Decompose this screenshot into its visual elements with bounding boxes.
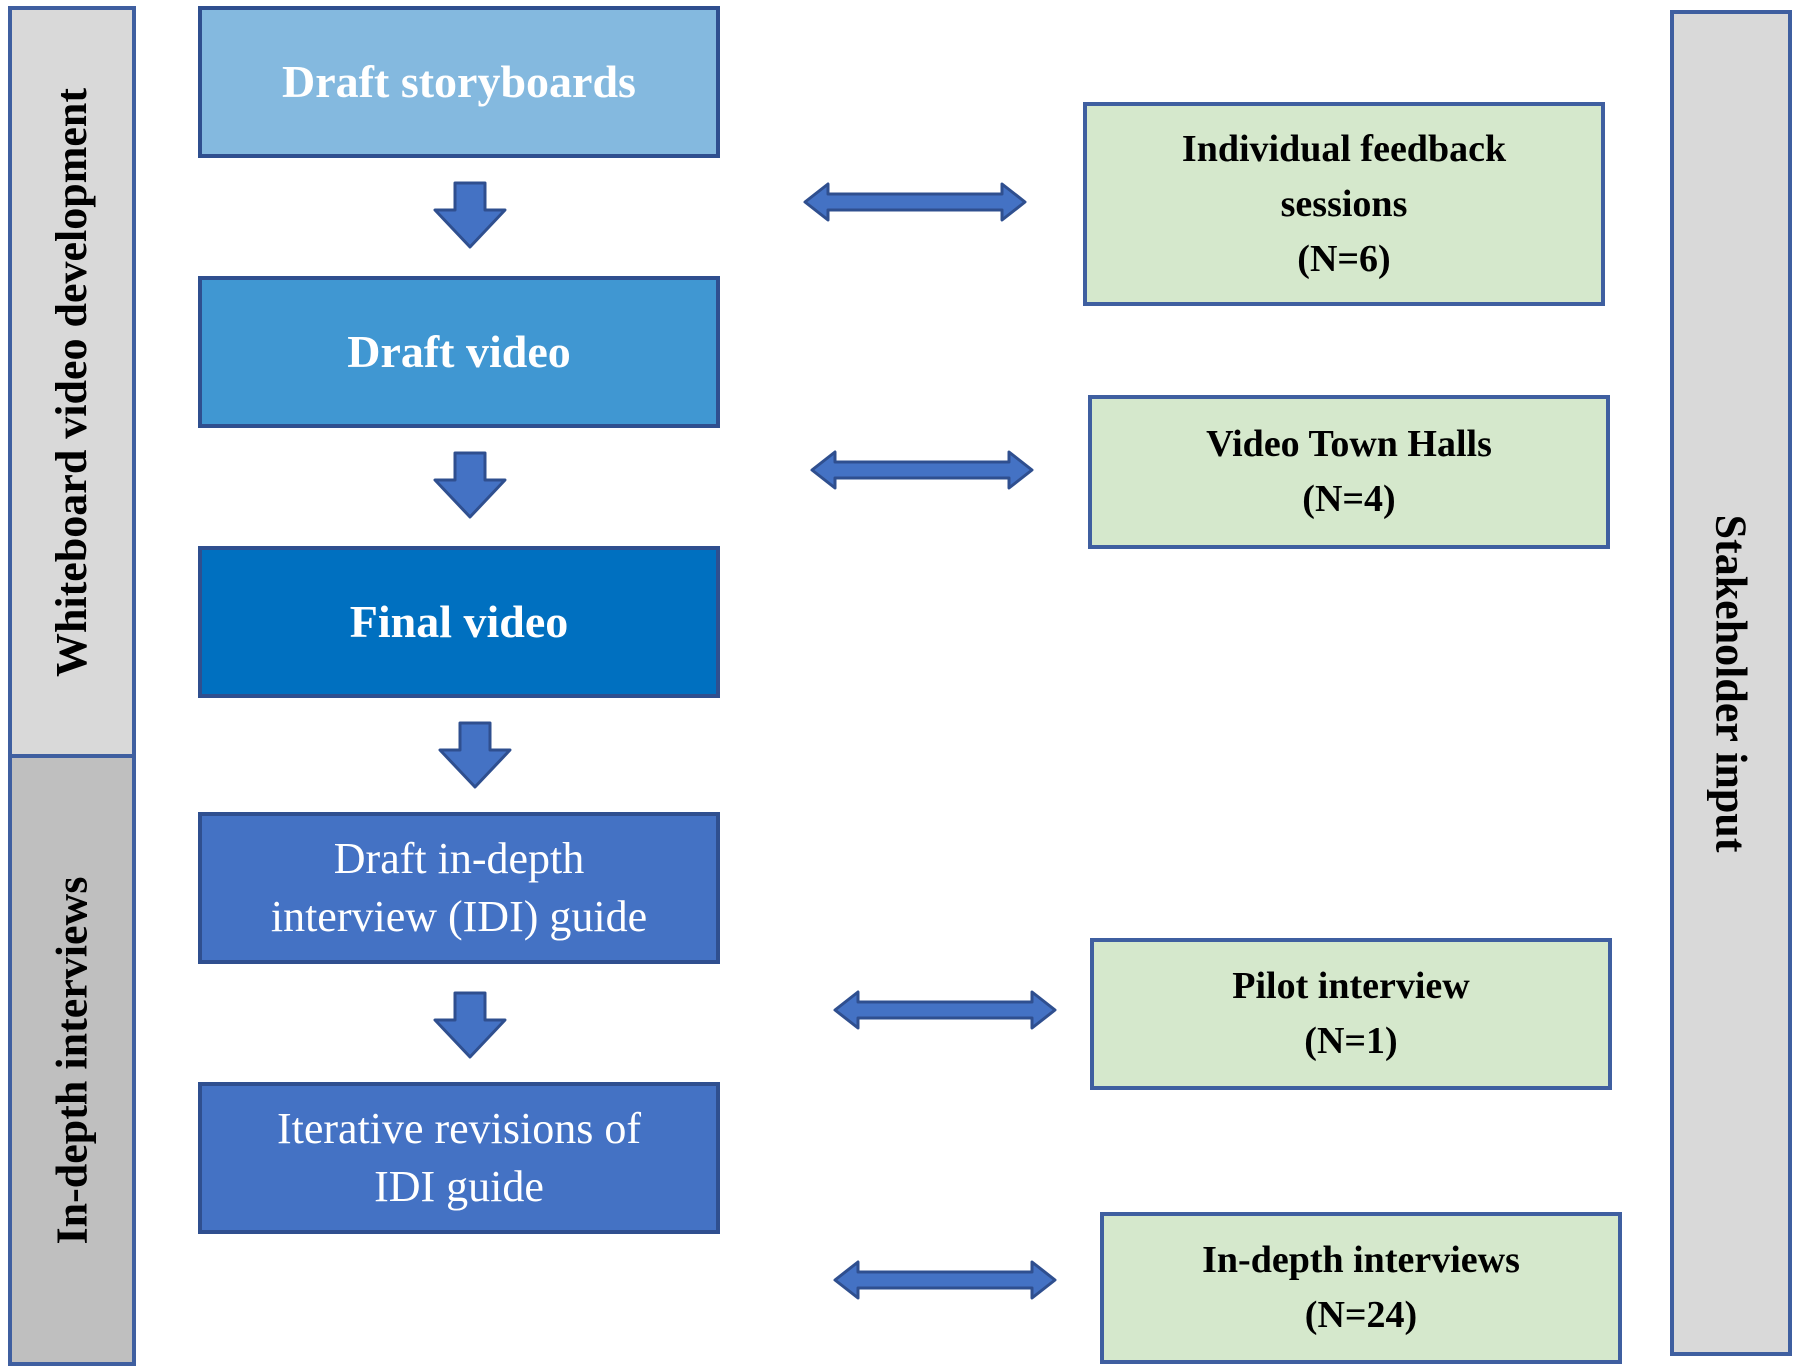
step-line: Iterative revisions of (276, 1104, 642, 1153)
stakeholder-count: (N=1) (1304, 1020, 1398, 1062)
down-arrow-3 (438, 721, 512, 789)
stakeholder-count: (N=24) (1304, 1294, 1418, 1336)
step-iterative-revisions: Iterative revisions of IDI guide (198, 1082, 720, 1234)
step-line: Draft video (347, 326, 571, 377)
step-draft-video: Draft video (198, 276, 720, 428)
band-in-depth-interviews: In-depth interviews (8, 756, 136, 1366)
step-draft-storyboards: Draft storyboards (198, 6, 720, 158)
double-arrow-3 (833, 990, 1057, 1030)
step-line: interview (IDI) guide (270, 892, 648, 941)
stakeholder-line: Individual feedback (1181, 127, 1507, 170)
stakeholder-pilot-interview: Pilot interview (N=1) (1090, 938, 1612, 1090)
stakeholder-count: (N=4) (1302, 478, 1396, 520)
stakeholder-in-depth-interviews: In-depth interviews (N=24) (1100, 1212, 1622, 1364)
step-line: Draft in-depth (333, 834, 585, 883)
down-arrow-4 (433, 991, 507, 1059)
stakeholder-individual-feedback: Individual feedback sessions (N=6) (1083, 102, 1605, 306)
step-draft-idi-guide: Draft in-depth interview (IDI) guide (198, 812, 720, 964)
stakeholder-count: (N=6) (1297, 237, 1391, 280)
down-arrow-1 (433, 181, 507, 249)
step-final-video: Final video (198, 546, 720, 698)
step-line: IDI guide (374, 1162, 544, 1211)
double-arrow-2 (810, 450, 1034, 490)
stakeholder-video-town-halls: Video Town Halls (N=4) (1088, 395, 1610, 549)
band-whiteboard-video-development: Whiteboard video development (8, 6, 136, 758)
double-arrows (803, 182, 1057, 1300)
stakeholder-line: sessions (1280, 182, 1408, 225)
step-line: Final video (349, 596, 569, 647)
double-arrow-1 (803, 182, 1027, 222)
stakeholder-line: Pilot interview (1232, 965, 1470, 1007)
stakeholder-line: In-depth interviews (1202, 1239, 1520, 1281)
step-line: Draft storyboards (282, 56, 636, 107)
double-arrow-4 (833, 1260, 1057, 1300)
down-arrows (433, 181, 512, 1059)
band-stakeholder-input: Stakeholder input (1670, 10, 1792, 1356)
stakeholder-line: Video Town Halls (1206, 423, 1492, 465)
down-arrow-2 (433, 451, 507, 519)
